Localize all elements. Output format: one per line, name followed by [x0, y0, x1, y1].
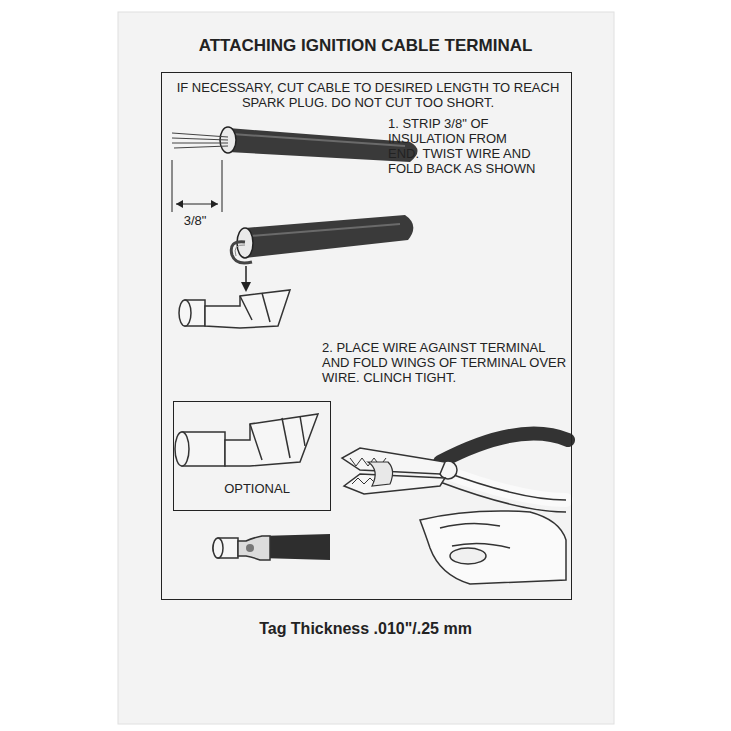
- cable-stripped: [172, 127, 418, 162]
- dimension-line: [172, 160, 222, 212]
- instruction-frame: IF NECESSARY, CUT CABLE TO DESIRED LENGT…: [161, 72, 572, 600]
- down-arrow: [241, 266, 251, 292]
- optional-box: OPTIONAL: [173, 401, 331, 511]
- pliers: [342, 434, 568, 512]
- hand: [420, 511, 566, 584]
- intro-note: IF NECESSARY, CUT CABLE TO DESIRED LENGT…: [174, 81, 562, 111]
- paper-sheet: [118, 12, 614, 724]
- title: ATTACHING IGNITION CABLE TERMINAL: [120, 36, 611, 56]
- terminal: [179, 290, 290, 328]
- box-label: OPTIONAL: [178, 482, 336, 497]
- optional-terminal: [175, 414, 318, 466]
- dimension-label: 3/8": [160, 214, 230, 229]
- tag-note: Tag Thickness .010"/.25 mm: [140, 620, 591, 638]
- step-text: 2. PLACE WIRE AGAINST TERMINAL AND FOLD …: [322, 341, 572, 386]
- cable-folded-wire: [231, 215, 413, 263]
- assembled-terminal: [213, 534, 330, 560]
- step-text: 1. STRIP 3/8" OF INSULATION FROM END. TW…: [388, 117, 538, 177]
